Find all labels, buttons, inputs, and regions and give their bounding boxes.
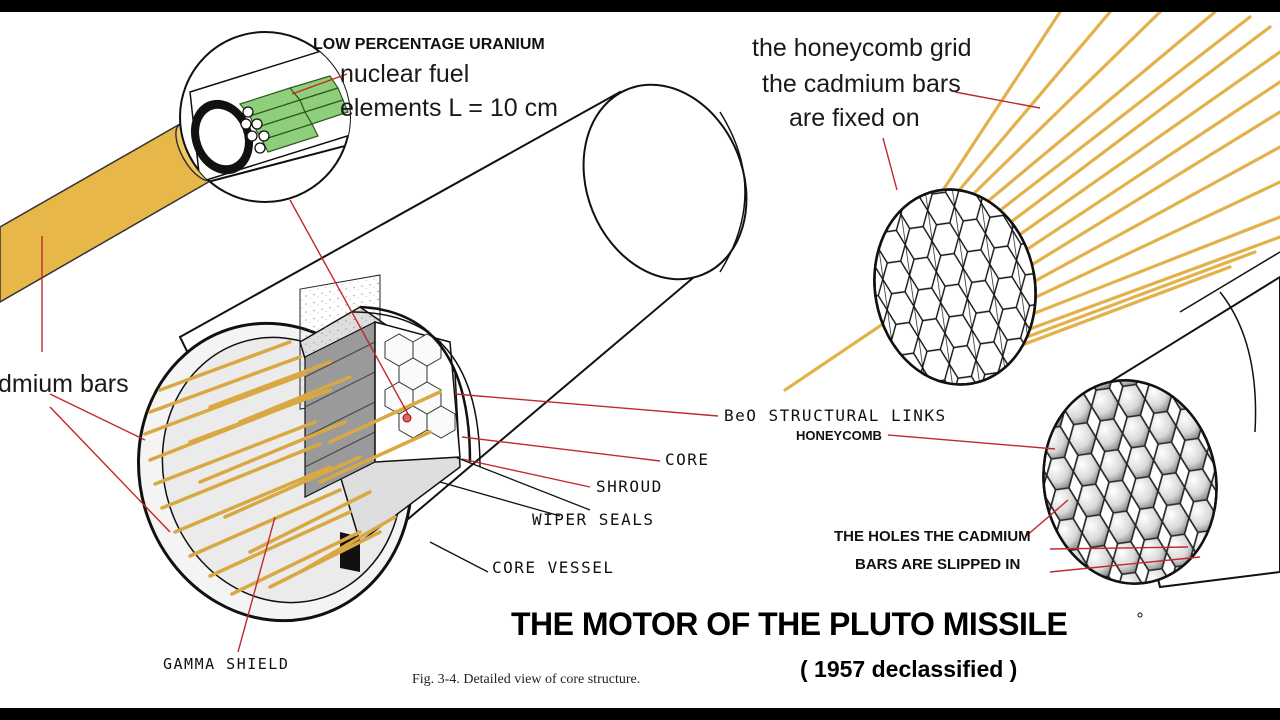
label-honeycomb: HONEYCOMB	[796, 428, 882, 443]
figure-caption: Fig. 3-4. Detailed view of core structur…	[412, 672, 641, 687]
label-low-percentage-uranium: LOW PERCENTAGE URANIUM	[313, 36, 545, 53]
annotation-leaders	[41, 73, 1201, 653]
label-core: CORE	[665, 450, 710, 469]
label-nuclear-fuel-line1: nuclear fuel	[340, 60, 470, 88]
label-holes-line1: THE HOLES THE CADMIUM	[834, 528, 1031, 545]
fuel-element-inset	[179, 31, 351, 203]
label-honeycomb-grid-line1: the honeycomb grid	[752, 34, 972, 62]
label-honeycomb-grid-line2: the cadmium bars	[762, 70, 961, 98]
speck	[1137, 612, 1143, 618]
label-holes-line2: BARS ARE SLIPPED IN	[855, 556, 1021, 573]
label-core-vessel: CORE VESSEL	[492, 558, 615, 577]
label-beo-structural-links: BeO STRUCTURAL LINKS	[724, 406, 947, 425]
figure-leaders	[429, 456, 591, 573]
main-title: THE MOTOR OF THE PLUTO MISSILE	[511, 606, 1068, 642]
label-shroud: SHROUD	[596, 477, 663, 496]
declassified-note: ( 1957 declassified )	[800, 656, 1018, 682]
label-nuclear-fuel-line2: elements L = 10 cm	[340, 94, 558, 122]
cadmium-rods-front	[143, 340, 442, 596]
label-gamma-shield: GAMMA SHIELD	[163, 655, 290, 673]
pluto-core-illustration	[0, 12, 1280, 653]
label-cadmium-bars: dmium bars	[0, 370, 129, 398]
label-honeycomb-grid-line3: are fixed on	[789, 104, 920, 132]
honeycomb-holes-cylinder	[1030, 251, 1280, 597]
label-wiper-seals: WIPER SEALS	[532, 510, 655, 529]
diagram-canvas: LOW PERCENTAGE URANIUM nuclear fuel elem…	[0, 12, 1280, 708]
